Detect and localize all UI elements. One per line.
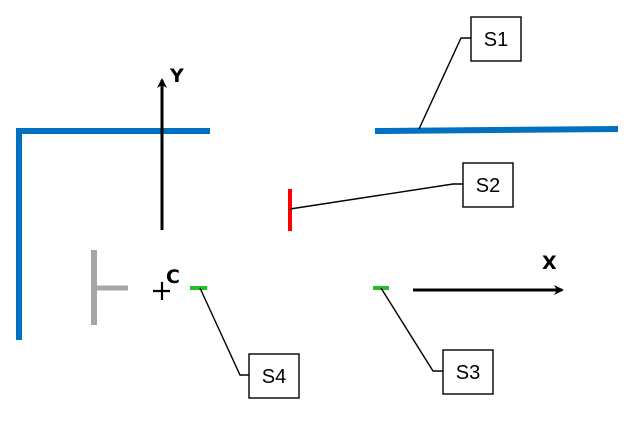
callout-s2-label: S2 <box>476 175 500 197</box>
callout-s1-box <box>470 16 522 62</box>
x-axis-label: X <box>542 252 557 274</box>
callout-s4-label: S4 <box>262 366 286 388</box>
callout-s1: S1 <box>418 16 522 130</box>
callout-s1-leader <box>418 37 471 130</box>
callout-s2-box <box>462 162 514 208</box>
callout-s3: S3 <box>380 287 494 395</box>
callout-s4-leader <box>199 287 249 376</box>
callout-s2: S2 <box>289 162 514 210</box>
callout-s1-label: S1 <box>484 29 508 51</box>
callout-s3-label: S3 <box>456 362 480 384</box>
callout-s3-leader <box>380 287 443 372</box>
gray-t-marker <box>91 250 128 325</box>
origin-cross-icon <box>153 282 170 300</box>
left-wall <box>16 128 210 340</box>
y-axis-label: Y <box>169 65 184 87</box>
callout-s4: S4 <box>199 287 300 399</box>
callout-s4-box <box>248 353 300 399</box>
origin-label: C <box>166 266 180 288</box>
segment-s1 <box>374 126 619 134</box>
callout-s2-leader <box>289 183 463 210</box>
callout-s3-box <box>442 349 494 395</box>
